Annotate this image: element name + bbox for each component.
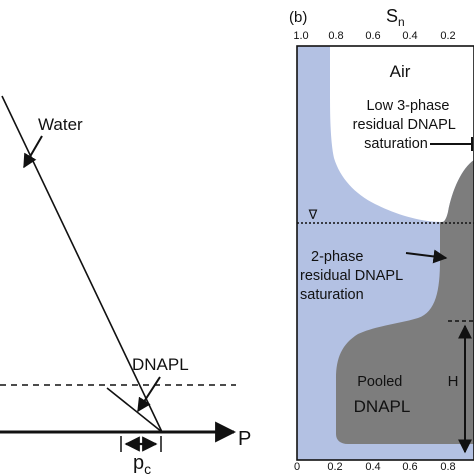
water-label: Water <box>38 115 83 134</box>
bottom-tick: 0.2 <box>327 461 342 473</box>
bottom-tick: 0.4 <box>365 461 380 473</box>
panel-b: (b) Sn 1.0 0.8 0.6 0.4 0.2 ∇ H Air Low 3… <box>289 6 474 473</box>
two-phase-line-2: residual DNAPL <box>300 268 403 284</box>
bottom-axis-ticks: 0 0.2 0.4 0.6 0.8 <box>294 461 456 473</box>
panel-b-label: (b) <box>289 9 307 26</box>
dnapl-arrow <box>137 376 161 413</box>
two-phase-line-3: saturation <box>300 287 364 303</box>
top-tick: 0.8 <box>328 30 343 42</box>
two-phase-arrow <box>405 249 448 264</box>
top-axis-label: Sn <box>386 6 405 29</box>
two-phase-line-1: 2-phase <box>311 249 363 265</box>
panel-a: P Water DNAPL pc <box>0 95 251 474</box>
water-arrow <box>23 135 43 169</box>
low-3phase-label: Low 3-phase residual DNAPL saturation <box>353 98 460 152</box>
top-tick: 1.0 <box>293 30 308 42</box>
pooled-line-2: DNAPL <box>354 397 411 416</box>
water-table-symbol: ∇ <box>308 207 318 222</box>
air-region <box>330 46 474 222</box>
bottom-tick: 0.6 <box>402 461 417 473</box>
air-label: Air <box>390 62 411 81</box>
low-3phase-line-2: residual DNAPL <box>353 117 456 133</box>
top-tick: 0.2 <box>440 30 455 42</box>
pooled-line-1: Pooled <box>357 374 402 390</box>
bottom-tick: 0 <box>294 461 300 473</box>
bottom-tick: 0.8 <box>440 461 455 473</box>
panel-b-frame <box>296 45 474 461</box>
top-axis-ticks: 1.0 0.8 0.6 0.4 0.2 <box>293 30 455 42</box>
pc-label: pc <box>133 452 151 474</box>
low-3phase-line-1: Low 3-phase <box>366 98 449 114</box>
top-tick: 0.4 <box>402 30 417 42</box>
dnapl-region <box>336 160 474 444</box>
low-3phase-line-3: saturation <box>364 136 428 152</box>
p-axis-label: P <box>238 428 251 450</box>
water-pressure-line <box>1 95 163 433</box>
top-tick: 0.6 <box>365 30 380 42</box>
h-label: H <box>448 373 459 390</box>
two-phase-label: 2-phase residual DNAPL saturation <box>300 249 407 303</box>
dnapl-label: DNAPL <box>132 355 189 374</box>
pooled-dnapl-label: Pooled DNAPL <box>354 373 411 416</box>
dnapl-pressure-line <box>106 387 163 433</box>
